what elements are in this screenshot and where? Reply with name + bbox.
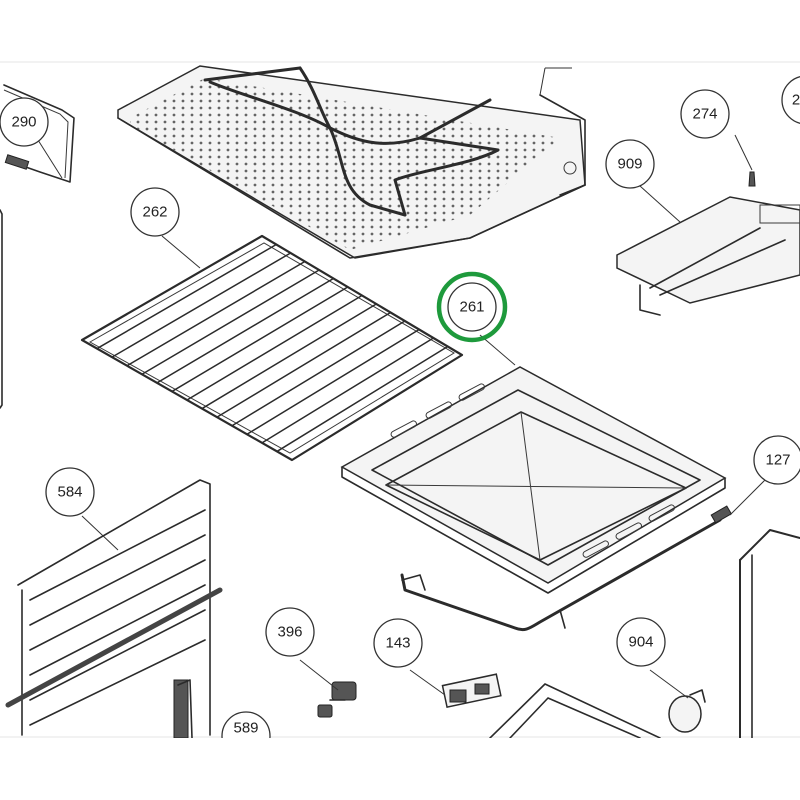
callout-589-label: 589 [233, 720, 258, 737]
part-589-bracket [177, 679, 193, 738]
part-904-thermostat [668, 689, 706, 733]
callout-274: 274 [680, 89, 730, 139]
callout-584-label: 584 [57, 484, 82, 501]
callout-396: 396 [265, 607, 315, 657]
part-143-switch [441, 673, 502, 709]
part-262-wire-rack [80, 234, 464, 462]
callout-904-label: 904 [628, 634, 653, 651]
callout-261: 261 [436, 271, 508, 343]
part-top-perforated-plate [117, 65, 586, 259]
callout-290: 290 [0, 97, 49, 147]
part-right-frame [739, 529, 800, 738]
callout-909-label: 909 [617, 156, 642, 173]
callout-127-label: 127 [765, 452, 790, 469]
part-584-shelf-runner [5, 479, 223, 738]
part-261-baking-tray [340, 366, 727, 594]
callout-909: 909 [605, 139, 655, 189]
callout-290-label: 290 [11, 114, 36, 131]
part-909-burner [616, 196, 800, 316]
part-396-valve [317, 681, 357, 718]
part-127-bottom-element [400, 505, 732, 632]
leader-lines [37, 67, 766, 699]
callout-262: 262 [130, 187, 180, 237]
highlight-ring-261 [436, 271, 508, 343]
part-bottom-tray-outline [489, 683, 661, 738]
callout-143: 143 [373, 618, 423, 668]
callout-584: 584 [45, 467, 95, 517]
callout-partial-label: 2 [792, 92, 800, 109]
callout-143-label: 143 [385, 635, 410, 652]
callout-904: 904 [616, 617, 666, 667]
callout-261-label: 261 [459, 299, 484, 316]
callout-396-label: 396 [277, 624, 302, 641]
callout-274-label: 274 [692, 106, 717, 123]
callout-partial-top-right: 2 [781, 76, 800, 124]
callout-262-label: 262 [142, 204, 167, 221]
callout-127: 127 [753, 435, 800, 485]
part-left-edge-panel [0, 209, 3, 409]
part-274-screw [748, 171, 756, 187]
callout-589: 589 [221, 711, 271, 738]
